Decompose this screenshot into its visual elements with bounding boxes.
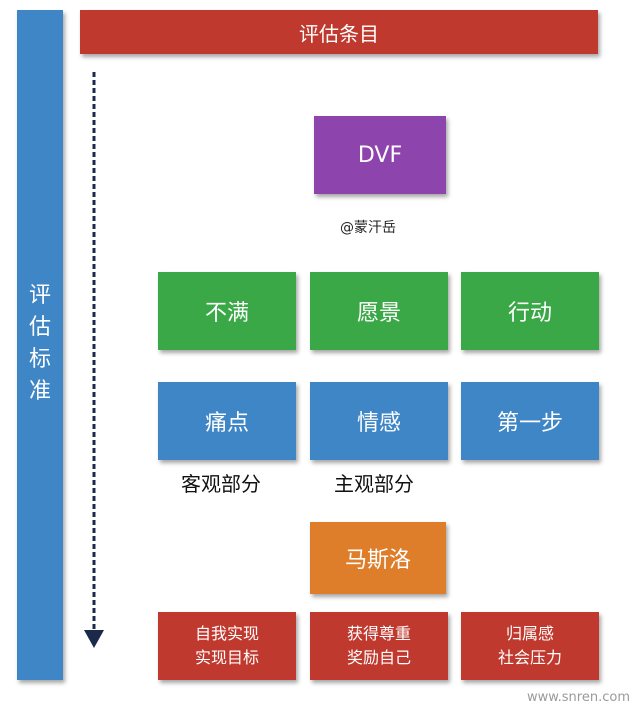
dissatisfaction-node: 不满 <box>158 272 296 350</box>
dvf-node: DVF <box>314 116 446 194</box>
evaluation-items-header: 评估条目 <box>80 10 598 54</box>
node-label: 第一步 <box>496 411 563 436</box>
maslow-node: 马斯洛 <box>310 522 446 594</box>
side-char: 估 <box>28 315 51 340</box>
vision-node: 愿景 <box>310 272 448 350</box>
header-title: 评估条目 <box>299 21 379 46</box>
evaluation-criteria-bar <box>17 10 63 680</box>
emotion-node: 情感 <box>310 382 448 460</box>
side-char: 准 <box>28 379 51 404</box>
node-line: 获得尊重 <box>346 624 411 643</box>
node-label: 不满 <box>204 301 249 326</box>
node-line: 归属感 <box>505 624 554 643</box>
pain-point-node: 痛点 <box>158 382 296 460</box>
side-char: 评 <box>28 283 51 308</box>
side-char: 标 <box>28 347 51 372</box>
node-label: 马斯洛 <box>344 548 411 573</box>
subjective-caption: 主观部分 <box>334 472 414 496</box>
evaluation-criteria-label: 评 估 标 准 <box>17 280 63 408</box>
action-node: 行动 <box>461 272 599 350</box>
arrow-head-icon <box>84 630 104 648</box>
watermark: www.snren.com <box>526 690 630 705</box>
node-line: 实现目标 <box>194 648 259 667</box>
node-label: 行动 <box>507 301 552 326</box>
first-step-node: 第一步 <box>461 382 599 460</box>
node-line: 社会压力 <box>497 648 562 667</box>
esteem-node: 获得尊重 奖励自己 <box>310 612 448 680</box>
dvf-label: DVF <box>357 142 403 168</box>
belonging-node: 归属感 社会压力 <box>461 612 599 680</box>
node-label: 情感 <box>356 411 401 436</box>
node-line: 奖励自己 <box>346 648 411 667</box>
node-line: 自我实现 <box>194 624 259 643</box>
node-label: 痛点 <box>204 411 249 436</box>
self-actualization-node: 自我实现 实现目标 <box>158 612 296 680</box>
objective-caption: 客观部分 <box>181 472 261 496</box>
author-credit: @蒙汗岳 <box>340 220 396 236</box>
node-label: 愿景 <box>356 301 401 326</box>
